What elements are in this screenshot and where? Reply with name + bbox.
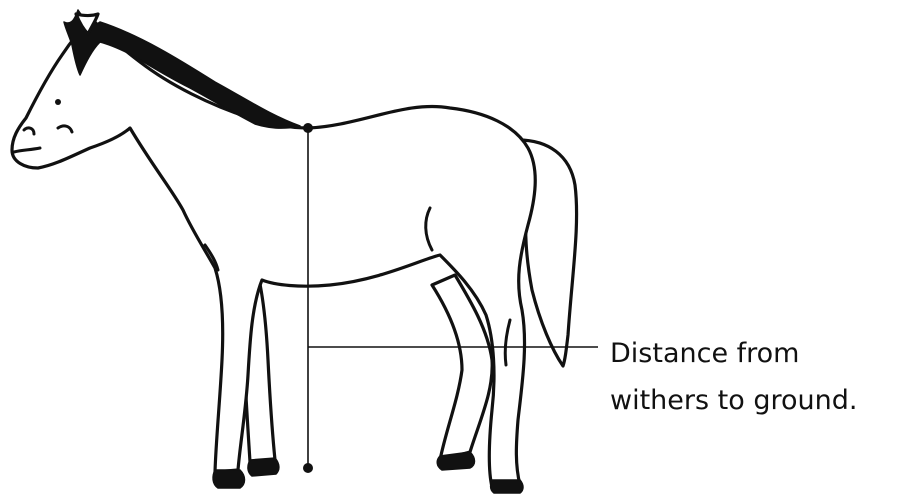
horse-hoof-front-far	[248, 458, 279, 476]
horse-eye	[55, 99, 61, 105]
horse-hoof-front-near	[213, 470, 244, 488]
label-distance-from: Distance from	[610, 340, 799, 367]
label-withers-to-ground: withers to ground.	[610, 387, 857, 414]
withers-point	[303, 123, 313, 133]
ground-point	[303, 463, 313, 473]
horse-hoof-hind-near	[491, 480, 523, 493]
